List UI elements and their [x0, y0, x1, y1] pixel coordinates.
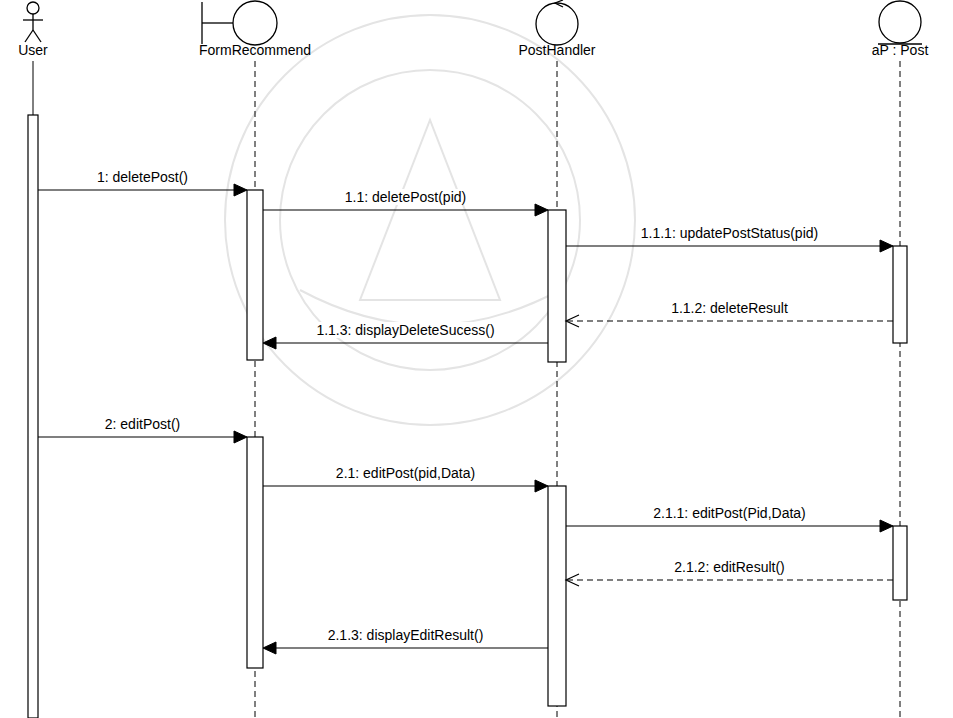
- message-label: 1.1.3: displayDeleteSucess(): [314, 322, 496, 338]
- call-message: [38, 184, 247, 196]
- return-message: [566, 574, 893, 586]
- call-message: [566, 240, 893, 252]
- actor-symbol: [0, 0, 93, 46]
- activation-bar: [247, 437, 263, 668]
- message-label: 2.1.1: editPost(Pid,Data): [651, 505, 808, 521]
- message-label: 1.1: deletePost(pid): [343, 189, 468, 205]
- lifeline-name: User: [0, 42, 93, 58]
- actor-lifeline-head: User: [2, 0, 122, 62]
- call-message: [263, 204, 548, 216]
- boundary-symbol: [195, 0, 315, 46]
- message-label: 2: editPost(): [103, 416, 182, 432]
- lifeline-name: aP : Post: [840, 42, 953, 58]
- entity-symbol: [840, 0, 953, 46]
- activation-bar: [893, 246, 907, 343]
- entity-lifeline-head: aP : Post: [831, 0, 951, 62]
- activation-bar: [548, 486, 566, 706]
- message-label: 1.1.2: deleteResult: [669, 300, 790, 316]
- control-symbol: [497, 0, 617, 46]
- message-label: 1.1.1: updatePostStatus(pid): [639, 225, 820, 241]
- return-message: [566, 315, 893, 327]
- boundary-lifeline-head: FormRecommend: [195, 0, 316, 62]
- lifeline-name: FormRecommend: [195, 42, 316, 58]
- call-message: [566, 520, 893, 532]
- activation-bar: [247, 190, 263, 360]
- message-label: 1: deletePost(): [95, 169, 190, 185]
- call-message: [263, 337, 548, 349]
- activation-bar: [28, 115, 38, 718]
- call-message: [263, 480, 548, 492]
- call-message: [38, 431, 247, 443]
- activation-bar: [893, 526, 907, 600]
- call-message: [263, 642, 548, 654]
- message-label: 2.1.2: editResult(): [672, 559, 787, 575]
- message-label: 2.1: editPost(pid,Data): [334, 465, 477, 481]
- message-label: 2.1.3: displayEditResult(): [326, 627, 486, 643]
- activation-bar: [548, 210, 566, 362]
- control-lifeline-head: PostHandler: [497, 0, 617, 62]
- lifeline-name: PostHandler: [497, 42, 617, 58]
- lifeline: [900, 61, 901, 718]
